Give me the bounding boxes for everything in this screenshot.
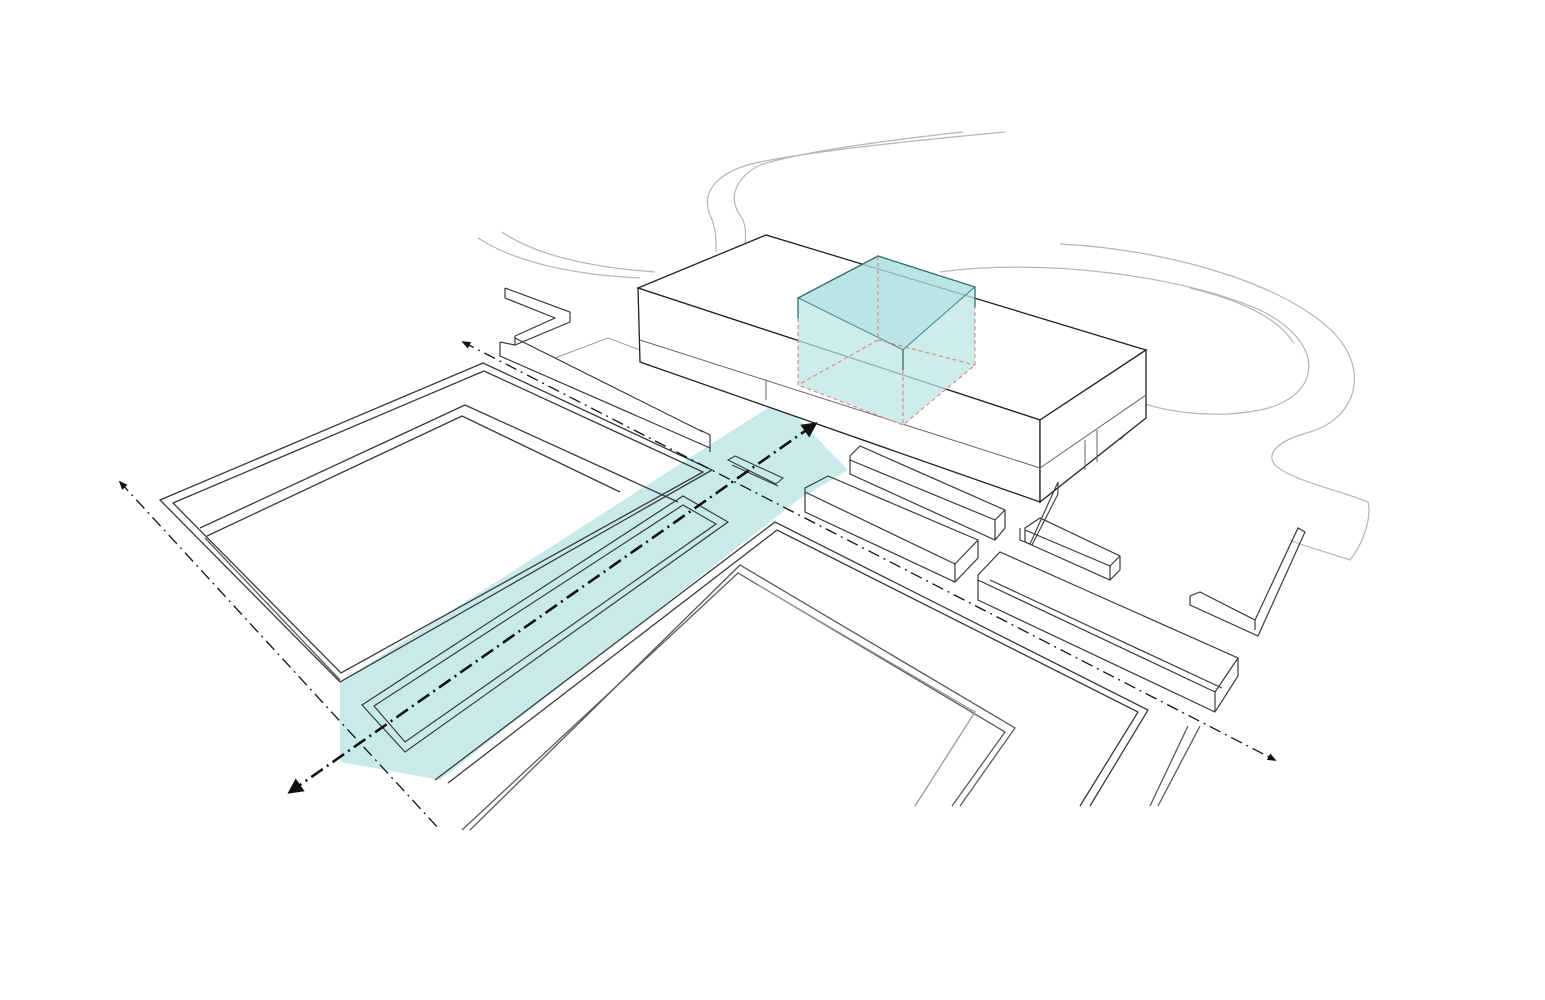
l-shaped-wall-right — [1189, 527, 1306, 637]
contour-line-right-loop-outer — [1059, 243, 1370, 561]
cyan-band-shape — [340, 400, 848, 780]
contour-line-top-inner — [733, 131, 964, 249]
l-shaped-wall-left — [499, 287, 571, 346]
axes — [118, 341, 1277, 831]
contour-line-top — [706, 131, 1006, 253]
edge-axis-arrow — [118, 480, 441, 831]
ground-plane-left — [554, 337, 641, 362]
right-courtyard-edge — [1149, 725, 1201, 807]
left-courtyard-inner-top — [199, 404, 679, 529]
left-courtyard-inner-top2 — [206, 415, 621, 537]
contour-line-left-arc — [477, 237, 641, 279]
l-wall-right-shape — [1189, 527, 1306, 637]
l-wall-left-side — [504, 288, 557, 337]
contour-line-left-arc-inner — [501, 231, 656, 273]
landscape-contour-lines — [477, 131, 1370, 561]
contour-line-right-loop-dash — [1189, 287, 1301, 361]
bar-block-4 — [977, 551, 1239, 713]
cyan-central-axis-band — [340, 400, 848, 780]
bar-block-1 — [804, 475, 979, 583]
secondary-axis-arrow — [461, 341, 1277, 761]
bar-block-3 — [1024, 517, 1121, 581]
left-courtyard-lawn — [204, 537, 341, 681]
l-wall-left-top — [499, 287, 571, 346]
